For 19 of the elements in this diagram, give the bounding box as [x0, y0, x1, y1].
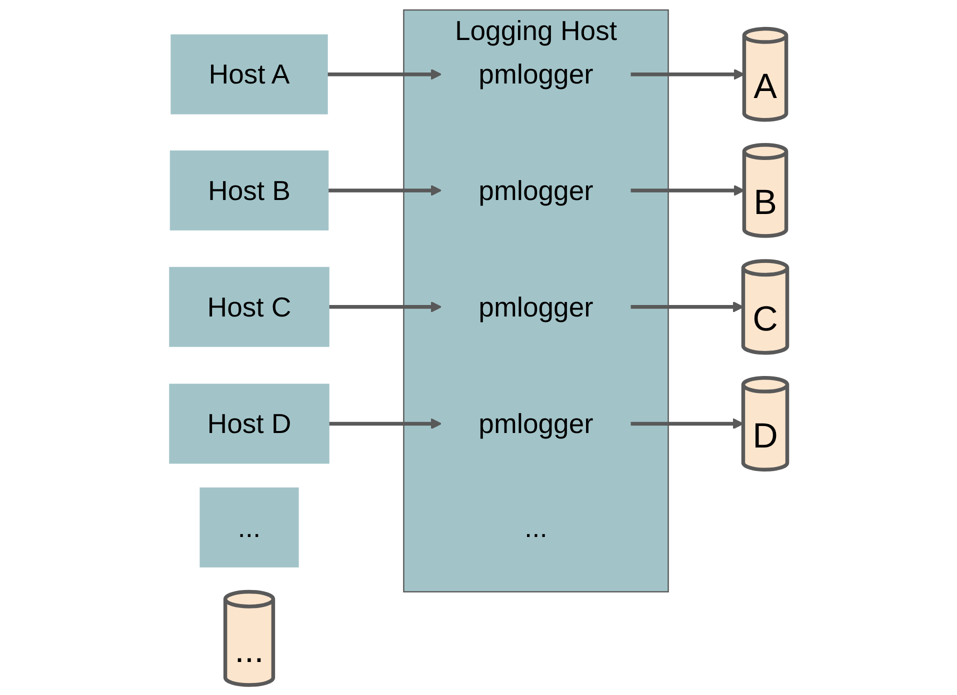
node-text: pmlogger	[478, 408, 594, 440]
arrow	[327, 68, 442, 80]
arrow	[630, 301, 744, 312]
arrow	[328, 418, 442, 430]
node-box	[169, 384, 330, 464]
node-box	[169, 266, 330, 347]
node-box	[200, 487, 299, 568]
cluster	[403, 9, 669, 592]
node-text: pmlogger	[478, 174, 594, 206]
arrow	[630, 418, 744, 430]
node-text: pmlogger	[478, 291, 594, 323]
node-box	[170, 34, 328, 114]
node-text: ...	[524, 512, 548, 544]
arrow	[630, 68, 745, 80]
arrow	[328, 184, 442, 196]
arrow	[328, 301, 442, 312]
node-text: pmlogger	[478, 58, 594, 90]
arrow	[630, 184, 745, 196]
node-box	[170, 150, 329, 230]
